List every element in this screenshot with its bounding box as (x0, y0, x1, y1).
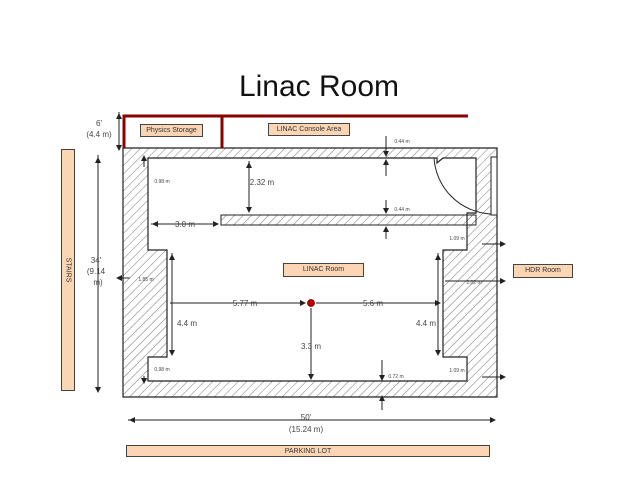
dim-5-77: 5.77 m (233, 299, 258, 308)
dim-4-4-right: 4.4 m (416, 319, 436, 328)
dim-5-6: 5.6 m (363, 299, 383, 308)
dim-top-left-ft: 6' (96, 119, 102, 128)
shielding-walls (122, 147, 498, 398)
linac-room-label: LINAC Room (283, 263, 364, 277)
stairs-label: STAIRS (61, 149, 75, 391)
dim-4-4-left: 4.4 m (177, 319, 197, 328)
dim-1-09-top: 1.09 m (449, 236, 464, 242)
isocenter-dot (307, 299, 315, 307)
dim-0-44-top: 0.44 m (394, 139, 409, 145)
dim-bottom-ft: 50' (301, 413, 312, 422)
dim-1-09-bottom: 1.09 m (449, 368, 464, 374)
door (433, 156, 498, 216)
upper-partition-walls (122, 114, 468, 148)
console-area-label: LINAC Console Area (268, 123, 350, 136)
dim-0-72: 0.72 m (388, 374, 403, 380)
page-title: Linac Room (238, 70, 400, 103)
dim-top-left-m: (4.4 m) (86, 130, 112, 139)
dim-left-m1: (9.14 (87, 267, 106, 276)
parking-lot-label: PARKING LOT (126, 445, 490, 457)
dim-3-3: 3.3 m (301, 342, 321, 351)
hdr-room-label: HDR Room (513, 264, 573, 278)
dim-left-m2: m) (93, 278, 103, 287)
dim-2-02: 2.02 m (466, 280, 481, 286)
dim-0-98-bottom: 0.98 m (154, 367, 169, 373)
dim-2-32: 2.32 m (250, 178, 275, 187)
stairs-text: STAIRS (64, 257, 72, 283)
maze-wall (220, 214, 477, 226)
dim-1-85: 1.85 m (138, 277, 153, 283)
dim-0-98-top: 0.98 m (154, 179, 169, 185)
dim-3-0: 3.0 m (175, 220, 195, 229)
dim-bottom-m: (15.24 m) (289, 425, 324, 434)
physics-storage-label: Physics Storage (140, 124, 203, 137)
dim-left-ft: 34' (91, 256, 102, 265)
dim-0-44-mid: 0.44 m (394, 207, 409, 213)
dimension-lines (95, 112, 506, 423)
